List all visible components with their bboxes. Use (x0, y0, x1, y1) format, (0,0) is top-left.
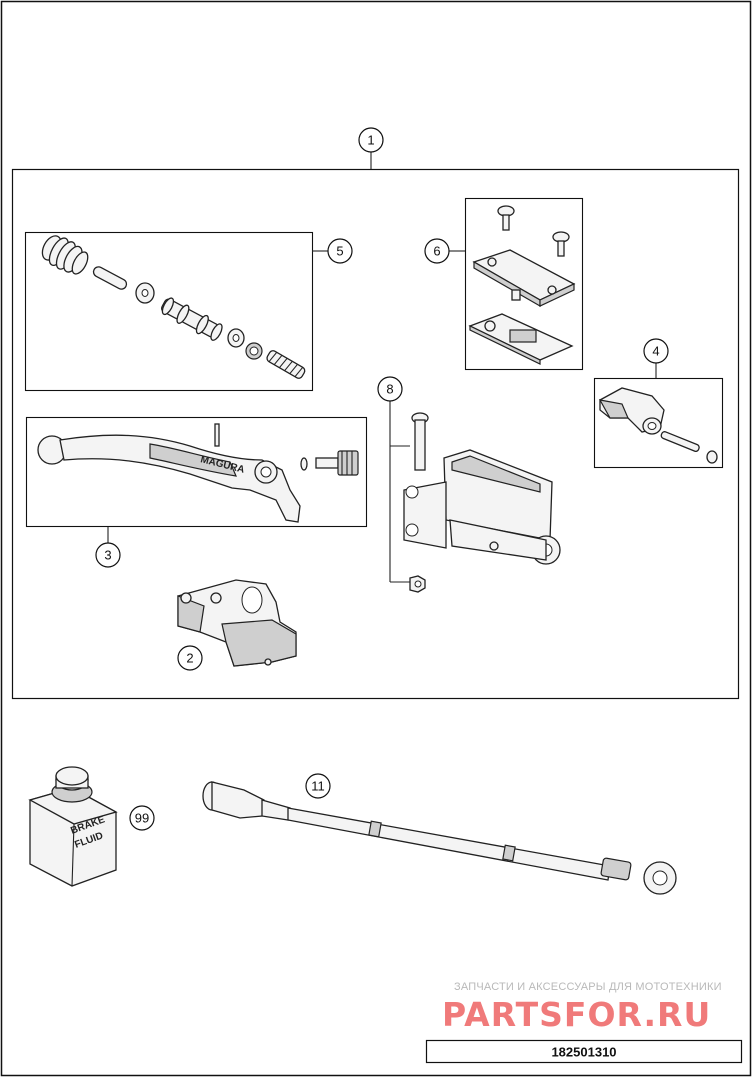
diagram-code: 182501310 (551, 1045, 616, 1060)
assembly-box (11, 168, 740, 700)
master-cylinder-parts (403, 412, 561, 593)
piston-kit-parts (41, 235, 306, 379)
callout-11[interactable]: 11 (305, 773, 331, 799)
callout-8[interactable]: 8 (377, 376, 403, 402)
watermark-brand: PARTSFOR.RU (442, 995, 711, 1034)
callout-1-label: 1 (367, 133, 374, 148)
watermark: ЗАПЧАСТИ И АКСЕССУАРЫ ДЛЯ МОТОТЕХНИКИ PA… (442, 981, 722, 1034)
callout-3[interactable]: 3 (95, 542, 121, 568)
clamp-cover-parts (177, 579, 297, 667)
callout-3-label: 3 (104, 548, 111, 563)
callout-99[interactable]: 99 (129, 805, 155, 831)
code-box (425, 1039, 743, 1064)
piston-kit-box (24, 231, 314, 392)
callout-11-label: 11 (311, 779, 325, 794)
callout-1[interactable]: 1 (358, 127, 384, 153)
callout-6-label: 6 (433, 244, 440, 259)
brake-fluid-can: BRAKE FLUID (28, 766, 118, 887)
callout-8-label: 8 (386, 382, 393, 397)
callout-2-label: 2 (186, 651, 193, 666)
cover-box (464, 197, 584, 371)
callout-5-label: 5 (336, 244, 343, 259)
callout-6[interactable]: 6 (424, 238, 450, 264)
clamp-box (593, 377, 724, 469)
callout-99-label: 99 (135, 811, 149, 826)
lever-parts: MAGURA (37, 423, 359, 523)
brake-hose (202, 781, 677, 895)
callout-5[interactable]: 5 (327, 238, 353, 264)
callout-4[interactable]: 4 (643, 338, 669, 364)
clamp-parts (598, 387, 718, 464)
callout-2[interactable]: 2 (177, 645, 203, 671)
cover-parts (468, 205, 576, 365)
callout-4-label: 4 (652, 344, 659, 359)
lever-box (25, 416, 368, 528)
watermark-caption: ЗАПЧАСТИ И АКСЕССУАРЫ ДЛЯ МОТОТЕХНИКИ (454, 981, 722, 993)
